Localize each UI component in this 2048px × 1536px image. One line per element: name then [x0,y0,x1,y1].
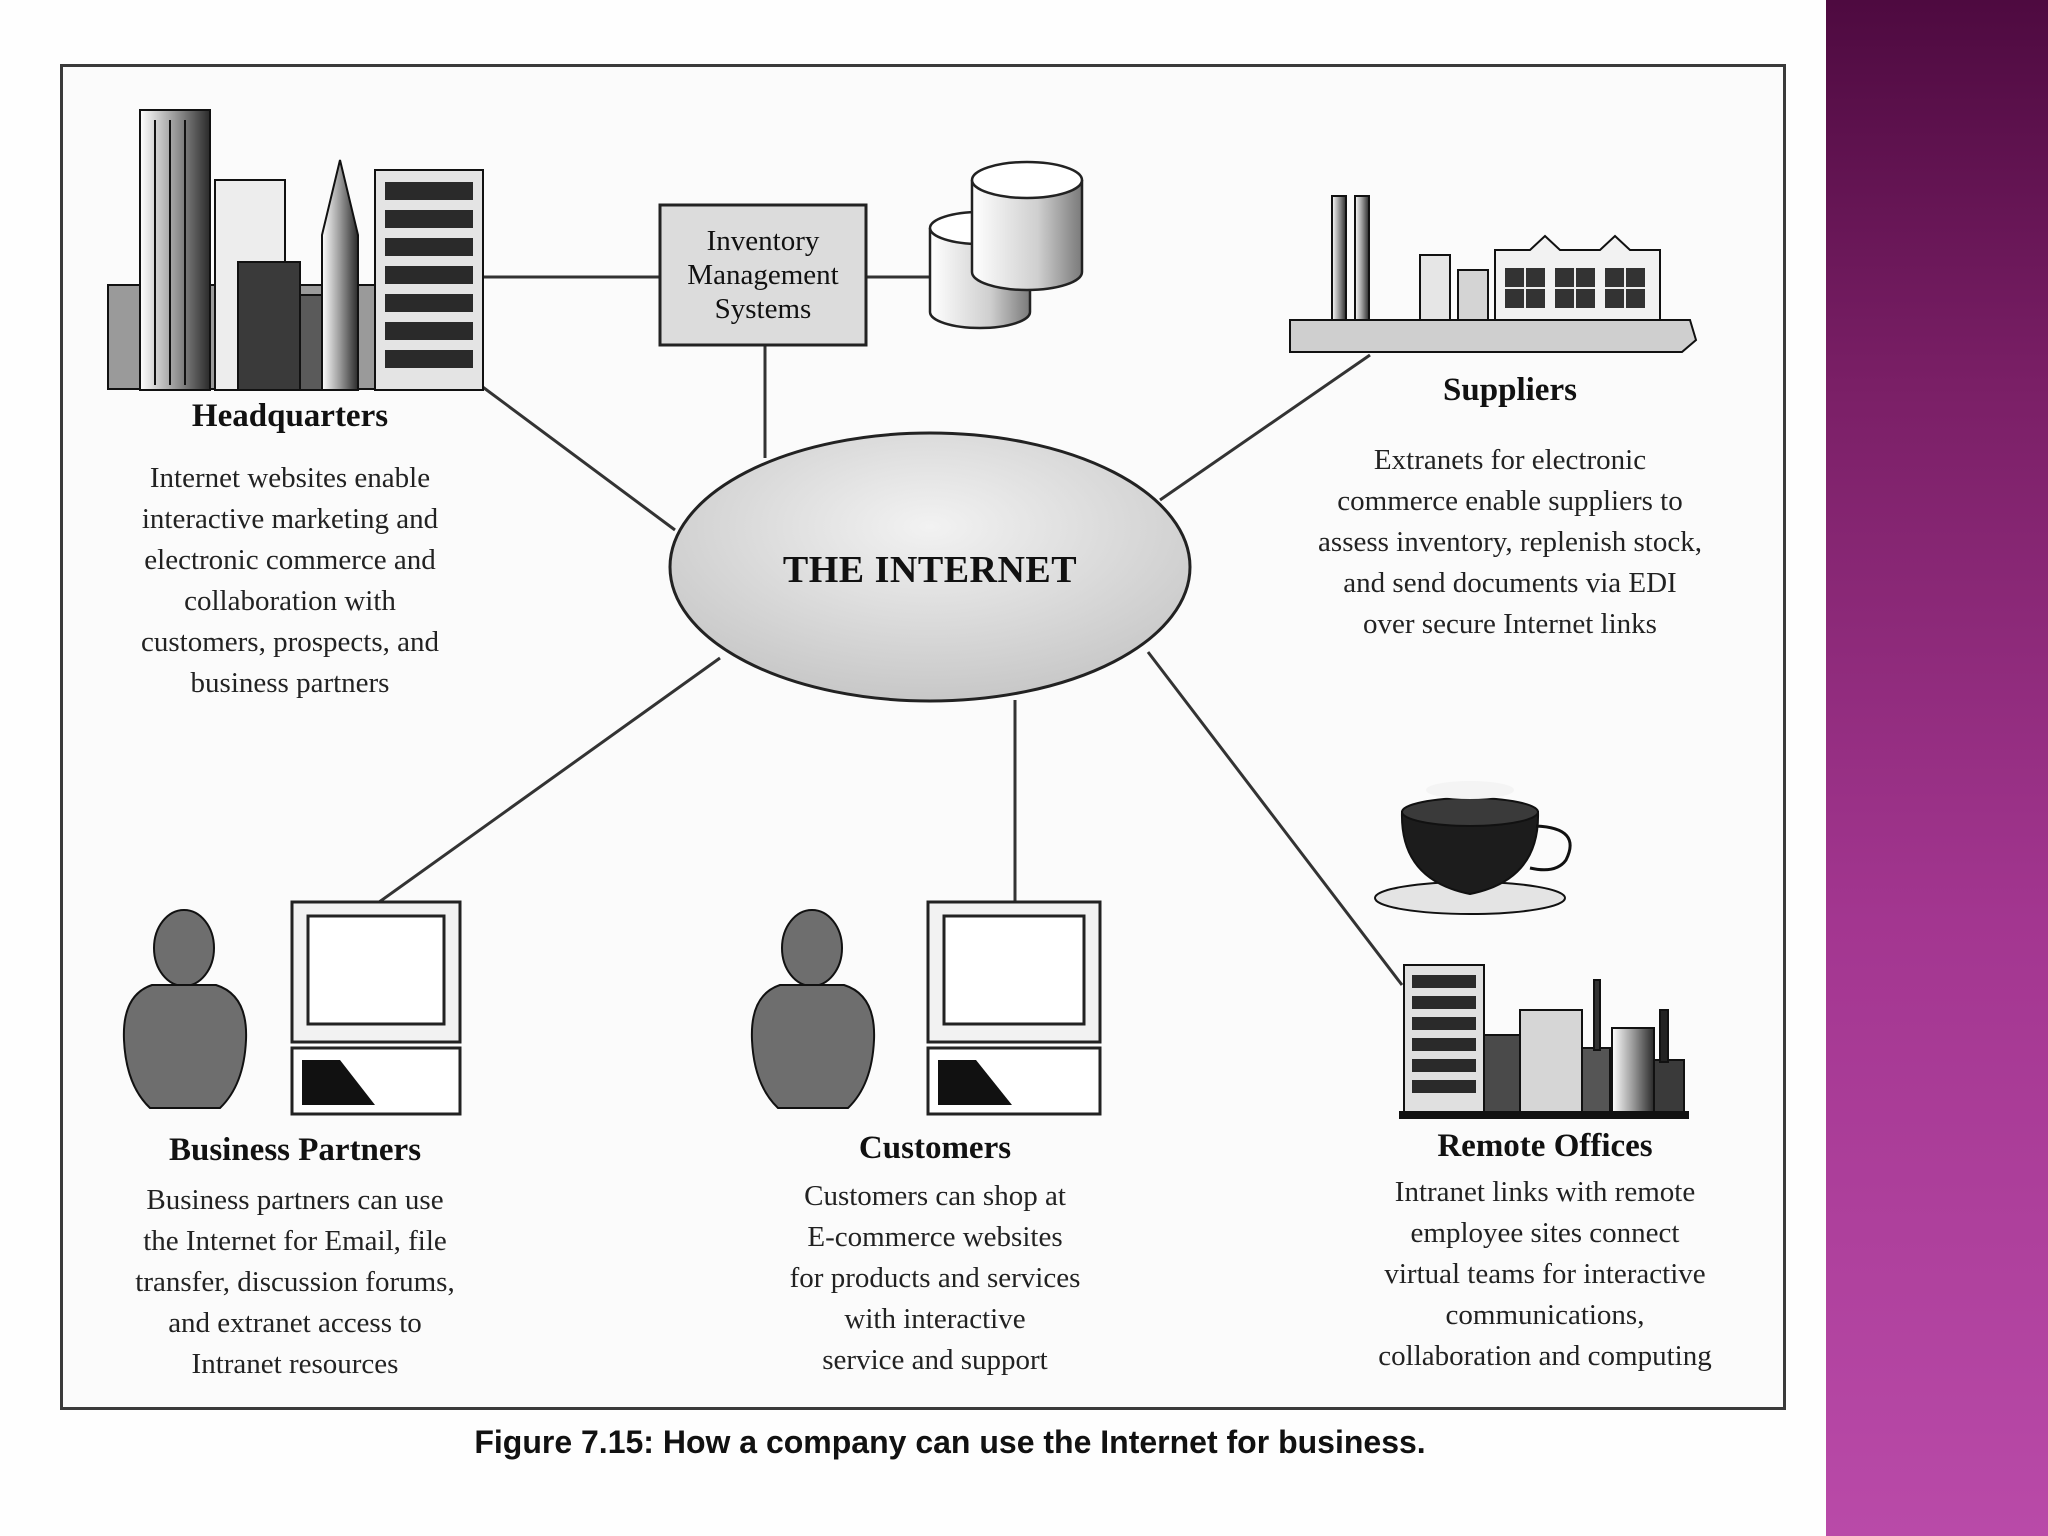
inventory-label: Inventory Management Systems [687,225,839,325]
figure-caption: Figure 7.15: How a company can use the I… [474,1424,1426,1460]
internet-label: THE INTERNET [782,549,1078,591]
hq-to-internet-line [479,383,676,532]
internet-ellipse [668,431,1192,703]
suppliers-icon [1289,195,1698,353]
suppliers-to-internet-line [1159,353,1371,502]
customers-description: Customers can shop at E-commerce website… [789,1180,1081,1376]
business-partners-description: Business partners can use the Internet f… [135,1184,455,1380]
diagram-graphics [107,109,1698,1119]
suppliers-description: Extranets for electronic commerce enable… [1318,444,1702,640]
remote-offices-description: Intranet links with remote employee site… [1378,1176,1712,1372]
suppliers-title: Suppliers [1443,372,1577,408]
remote-offices-icon [1399,964,1689,1119]
decorative-sidebar [1826,0,2048,1536]
customers-title: Customers [858,1130,1012,1166]
headquarters-description: Internet websites enable interactive mar… [141,462,439,699]
connector-lines [374,275,1404,986]
coffee-cup-icon [1374,781,1572,915]
headquarters-title: Headquarters [191,398,389,434]
headquarters-icon [107,109,484,391]
slide: Inventory Management Systems THE INTERNE… [60,64,1786,1460]
remote-offices-title: Remote Offices [1437,1128,1653,1164]
business-partners-title: Business Partners [168,1132,422,1168]
customers-person-icon [750,909,876,1109]
database-icon [928,160,1084,330]
customers-computer-icon [926,900,1102,1116]
business-partners-computer-icon [290,900,462,1116]
partners-to-internet-line [374,656,721,907]
business-partners-person-icon [122,909,248,1109]
remote-to-internet-line [1146,651,1404,986]
inventory-box [658,203,868,347]
